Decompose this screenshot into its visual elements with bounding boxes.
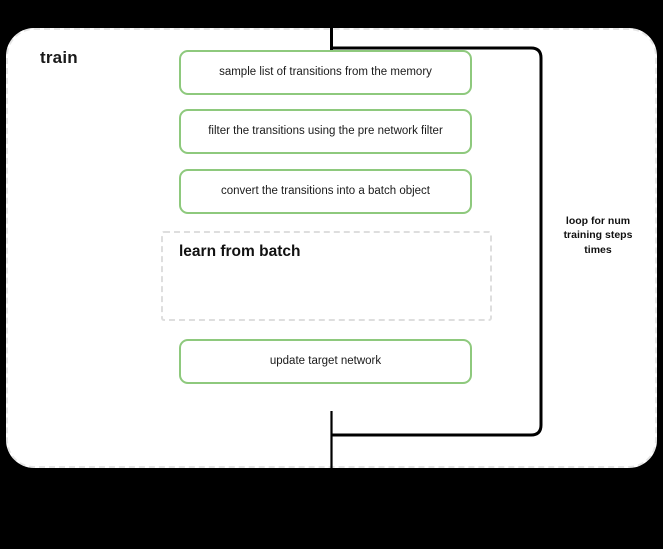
step-label: convert the transitions into a batch obj… bbox=[220, 184, 431, 197]
step-label: update target network bbox=[269, 354, 382, 367]
loop-annotation: loop for num training steps times bbox=[544, 214, 652, 257]
container-title: train bbox=[40, 48, 78, 67]
step-label: sample list of transitions from the memo… bbox=[219, 65, 432, 78]
step-box-sample[interactable]: sample list of transitions from the memo… bbox=[179, 50, 472, 95]
step-label: filter the transitions using the pre net… bbox=[208, 124, 443, 137]
step-box-convert[interactable]: convert the transitions into a batch obj… bbox=[179, 169, 472, 214]
learn-from-batch-group: learn from batch bbox=[161, 231, 492, 321]
loop-annotation-line-2: training steps bbox=[563, 229, 633, 242]
group-title: learn from batch bbox=[179, 243, 301, 260]
step-box-filter[interactable]: filter the transitions using the pre net… bbox=[179, 109, 472, 154]
loop-annotation-line-3: times bbox=[584, 243, 612, 256]
loop-annotation-line-1: loop for num bbox=[565, 215, 631, 227]
step-box-update-target-network[interactable]: update target network bbox=[179, 339, 472, 384]
